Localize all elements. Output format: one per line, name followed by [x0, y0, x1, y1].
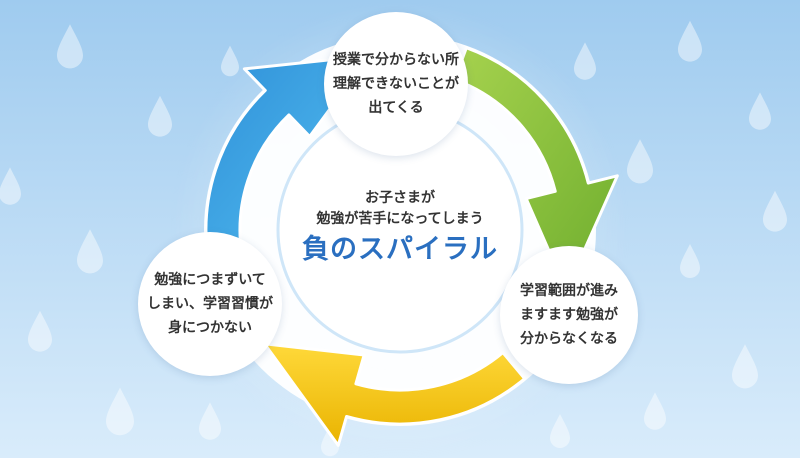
node-top-text: 授業で分からない所 理解できないことが 出てくる: [333, 52, 459, 116]
node-right-text: 学習範囲が進み ますます勉強が 分からなくなる: [520, 283, 618, 347]
arrow-green: [453, 46, 619, 293]
center-headline: 負のスパイラル: [302, 234, 498, 265]
center-line-1: お子さまが: [365, 190, 435, 206]
arrow-yellow: [262, 342, 527, 447]
center-line-2: 勉強が苦手になってしまう: [316, 211, 484, 227]
node-top: 授業で分からない所 理解できないことが 出てくる: [324, 12, 468, 156]
node-left-text: 勉強につまずいて しまい、学習習慣が 身につかない: [147, 272, 273, 336]
center-caption: お子さまが 勉強が苦手になってしまう 負のスパイラル: [290, 188, 510, 270]
node-left: 勉強につまずいて しまい、学習習慣が 身につかない: [138, 232, 282, 376]
ring-inner-disc: [278, 108, 522, 352]
node-right: 学習範囲が進み ますます勉強が 分からなくなる: [500, 246, 638, 384]
